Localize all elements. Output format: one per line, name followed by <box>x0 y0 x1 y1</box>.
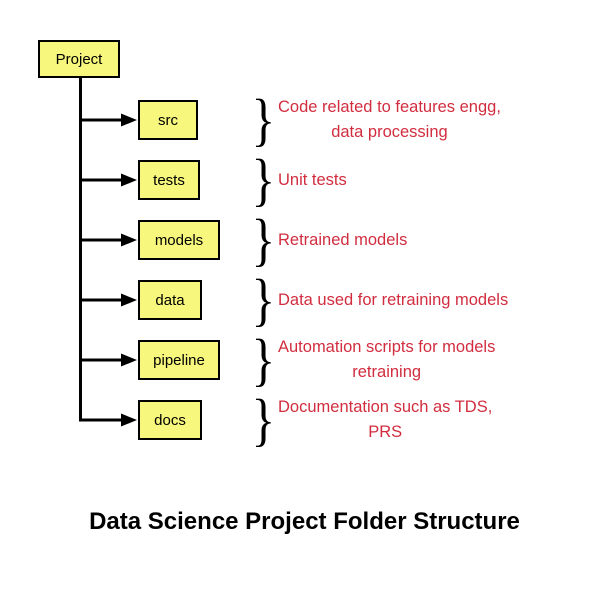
folder-row-pipeline: pipeline } Automation scripts for models… <box>79 328 609 392</box>
folder-description-tests: Unit tests <box>278 170 347 189</box>
folder-box-slot: models <box>138 220 250 260</box>
folder-box-models: models <box>138 220 220 260</box>
tree-trunk-line <box>79 78 82 421</box>
folder-box-src: src <box>138 100 198 140</box>
arrow-right-icon <box>79 113 137 127</box>
brace-icon: } <box>251 267 276 332</box>
folder-row-models: models } Retrained models <box>79 208 609 272</box>
folder-box-docs: docs <box>138 400 202 440</box>
folder-description-src: Code related to features engg, data proc… <box>278 98 501 141</box>
folder-label-tests: tests <box>153 171 185 189</box>
arrow-right-icon <box>79 353 137 367</box>
folder-label-docs: docs <box>154 411 186 429</box>
arrow-right-icon <box>79 293 137 307</box>
arrow-right-icon <box>79 233 137 247</box>
diagram-title: Data Science Project Folder Structure <box>89 508 520 535</box>
folder-box-slot: src <box>138 100 250 140</box>
folder-box-slot: pipeline <box>138 340 250 380</box>
folder-description-pipeline: Automation scripts for models retraining <box>278 338 496 381</box>
folder-description-data: Data used for retraining models <box>278 290 509 309</box>
arrow-right-icon <box>79 173 137 187</box>
folder-box-slot: tests <box>138 160 250 200</box>
project-root-label: Project <box>55 50 103 68</box>
folder-box-slot: data <box>138 280 250 320</box>
folder-label-models: models <box>154 231 204 249</box>
folder-row-tests: tests } Unit tests <box>79 148 609 212</box>
folder-label-src: src <box>158 111 178 129</box>
folder-description-docs: Documentation such as TDS, PRS <box>278 398 493 441</box>
folder-box-pipeline: pipeline <box>138 340 220 380</box>
folder-box-slot: docs <box>138 400 250 440</box>
folder-label-data: data <box>155 291 185 309</box>
brace-icon: } <box>251 327 276 392</box>
brace-icon: } <box>251 87 276 152</box>
folder-row-src: src } Code related to features engg, dat… <box>79 88 609 152</box>
folder-row-docs: docs } Documentation such as TDS, PRS <box>79 388 609 452</box>
folder-box-data: data <box>138 280 202 320</box>
folder-description-models: Retrained models <box>278 230 408 249</box>
brace-icon: } <box>251 387 276 452</box>
brace-icon: } <box>251 147 276 212</box>
project-root-box: Project <box>38 40 120 78</box>
folder-label-pipeline: pipeline <box>153 351 205 369</box>
folder-row-data: data } Data used for retraining models <box>79 268 609 332</box>
brace-icon: } <box>251 207 276 272</box>
folder-box-tests: tests <box>138 160 200 200</box>
arrow-right-icon <box>79 413 137 427</box>
